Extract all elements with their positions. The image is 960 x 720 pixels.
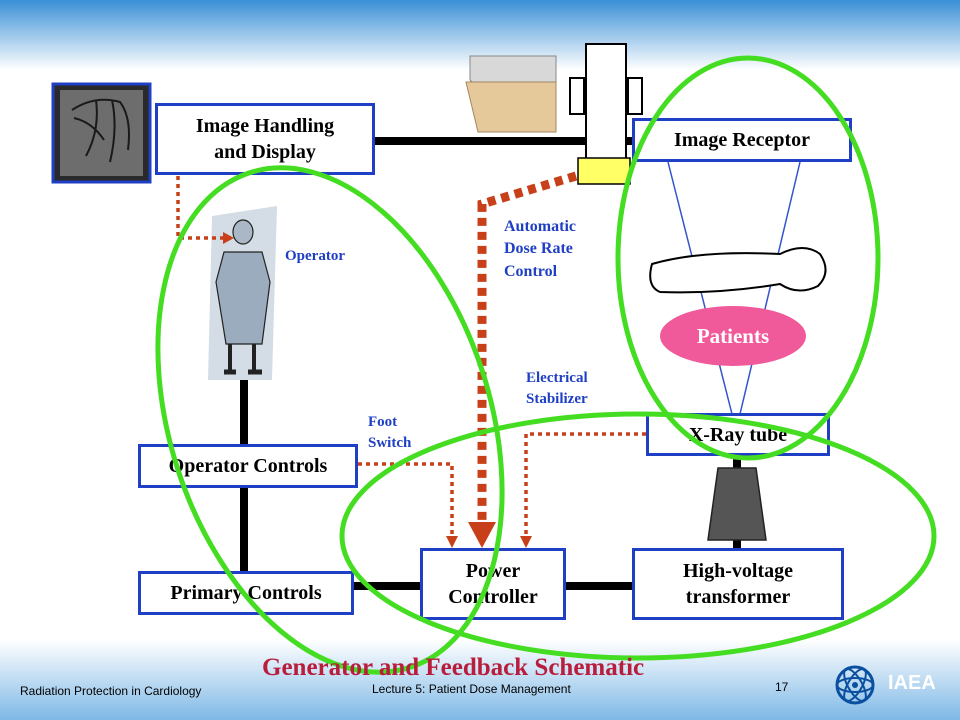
page-number: 17 xyxy=(775,680,789,694)
automatic-dose-rate-control-label: Automatic Dose Rate Control xyxy=(504,218,576,280)
electrical-stabilizer-label: Electrical Stabilizer xyxy=(526,370,588,407)
image-receptor-device-icon xyxy=(465,43,643,185)
patient-outline-icon xyxy=(649,247,827,294)
operator-figure-icon xyxy=(208,206,277,380)
power-controller-box: Power Controller xyxy=(420,548,566,620)
image-handling-box: Image Handling and Display xyxy=(155,103,375,175)
angiogram-image xyxy=(51,82,152,184)
image-receptor-box: Image Receptor xyxy=(632,118,852,162)
hv-transformer-box: High-voltage transformer xyxy=(632,548,844,620)
iaea-logo-icon xyxy=(835,665,875,705)
primary-controls-box: Primary Controls xyxy=(138,571,354,615)
xray-tube-box: X-Ray tube xyxy=(646,413,830,456)
slide-title: Generator and Feedback Schematic xyxy=(262,654,645,681)
iaea-logo-text: IAEA xyxy=(888,672,936,694)
operator-controls-box: Operator Controls xyxy=(138,444,358,488)
foot-switch-arrow xyxy=(358,462,454,536)
foot-switch-label: Foot Switch xyxy=(368,414,412,451)
connector-lines xyxy=(240,137,741,590)
footer-course: Radiation Protection in Cardiology xyxy=(20,684,202,698)
operator-label: Operator xyxy=(285,248,345,264)
footer-lecture: Lecture 5: Patient Dose Management xyxy=(372,682,571,696)
xray-tube-housing-icon xyxy=(707,467,767,541)
electrical-stabilizer-arrow xyxy=(524,432,646,536)
patients-label: Patients xyxy=(660,306,806,366)
